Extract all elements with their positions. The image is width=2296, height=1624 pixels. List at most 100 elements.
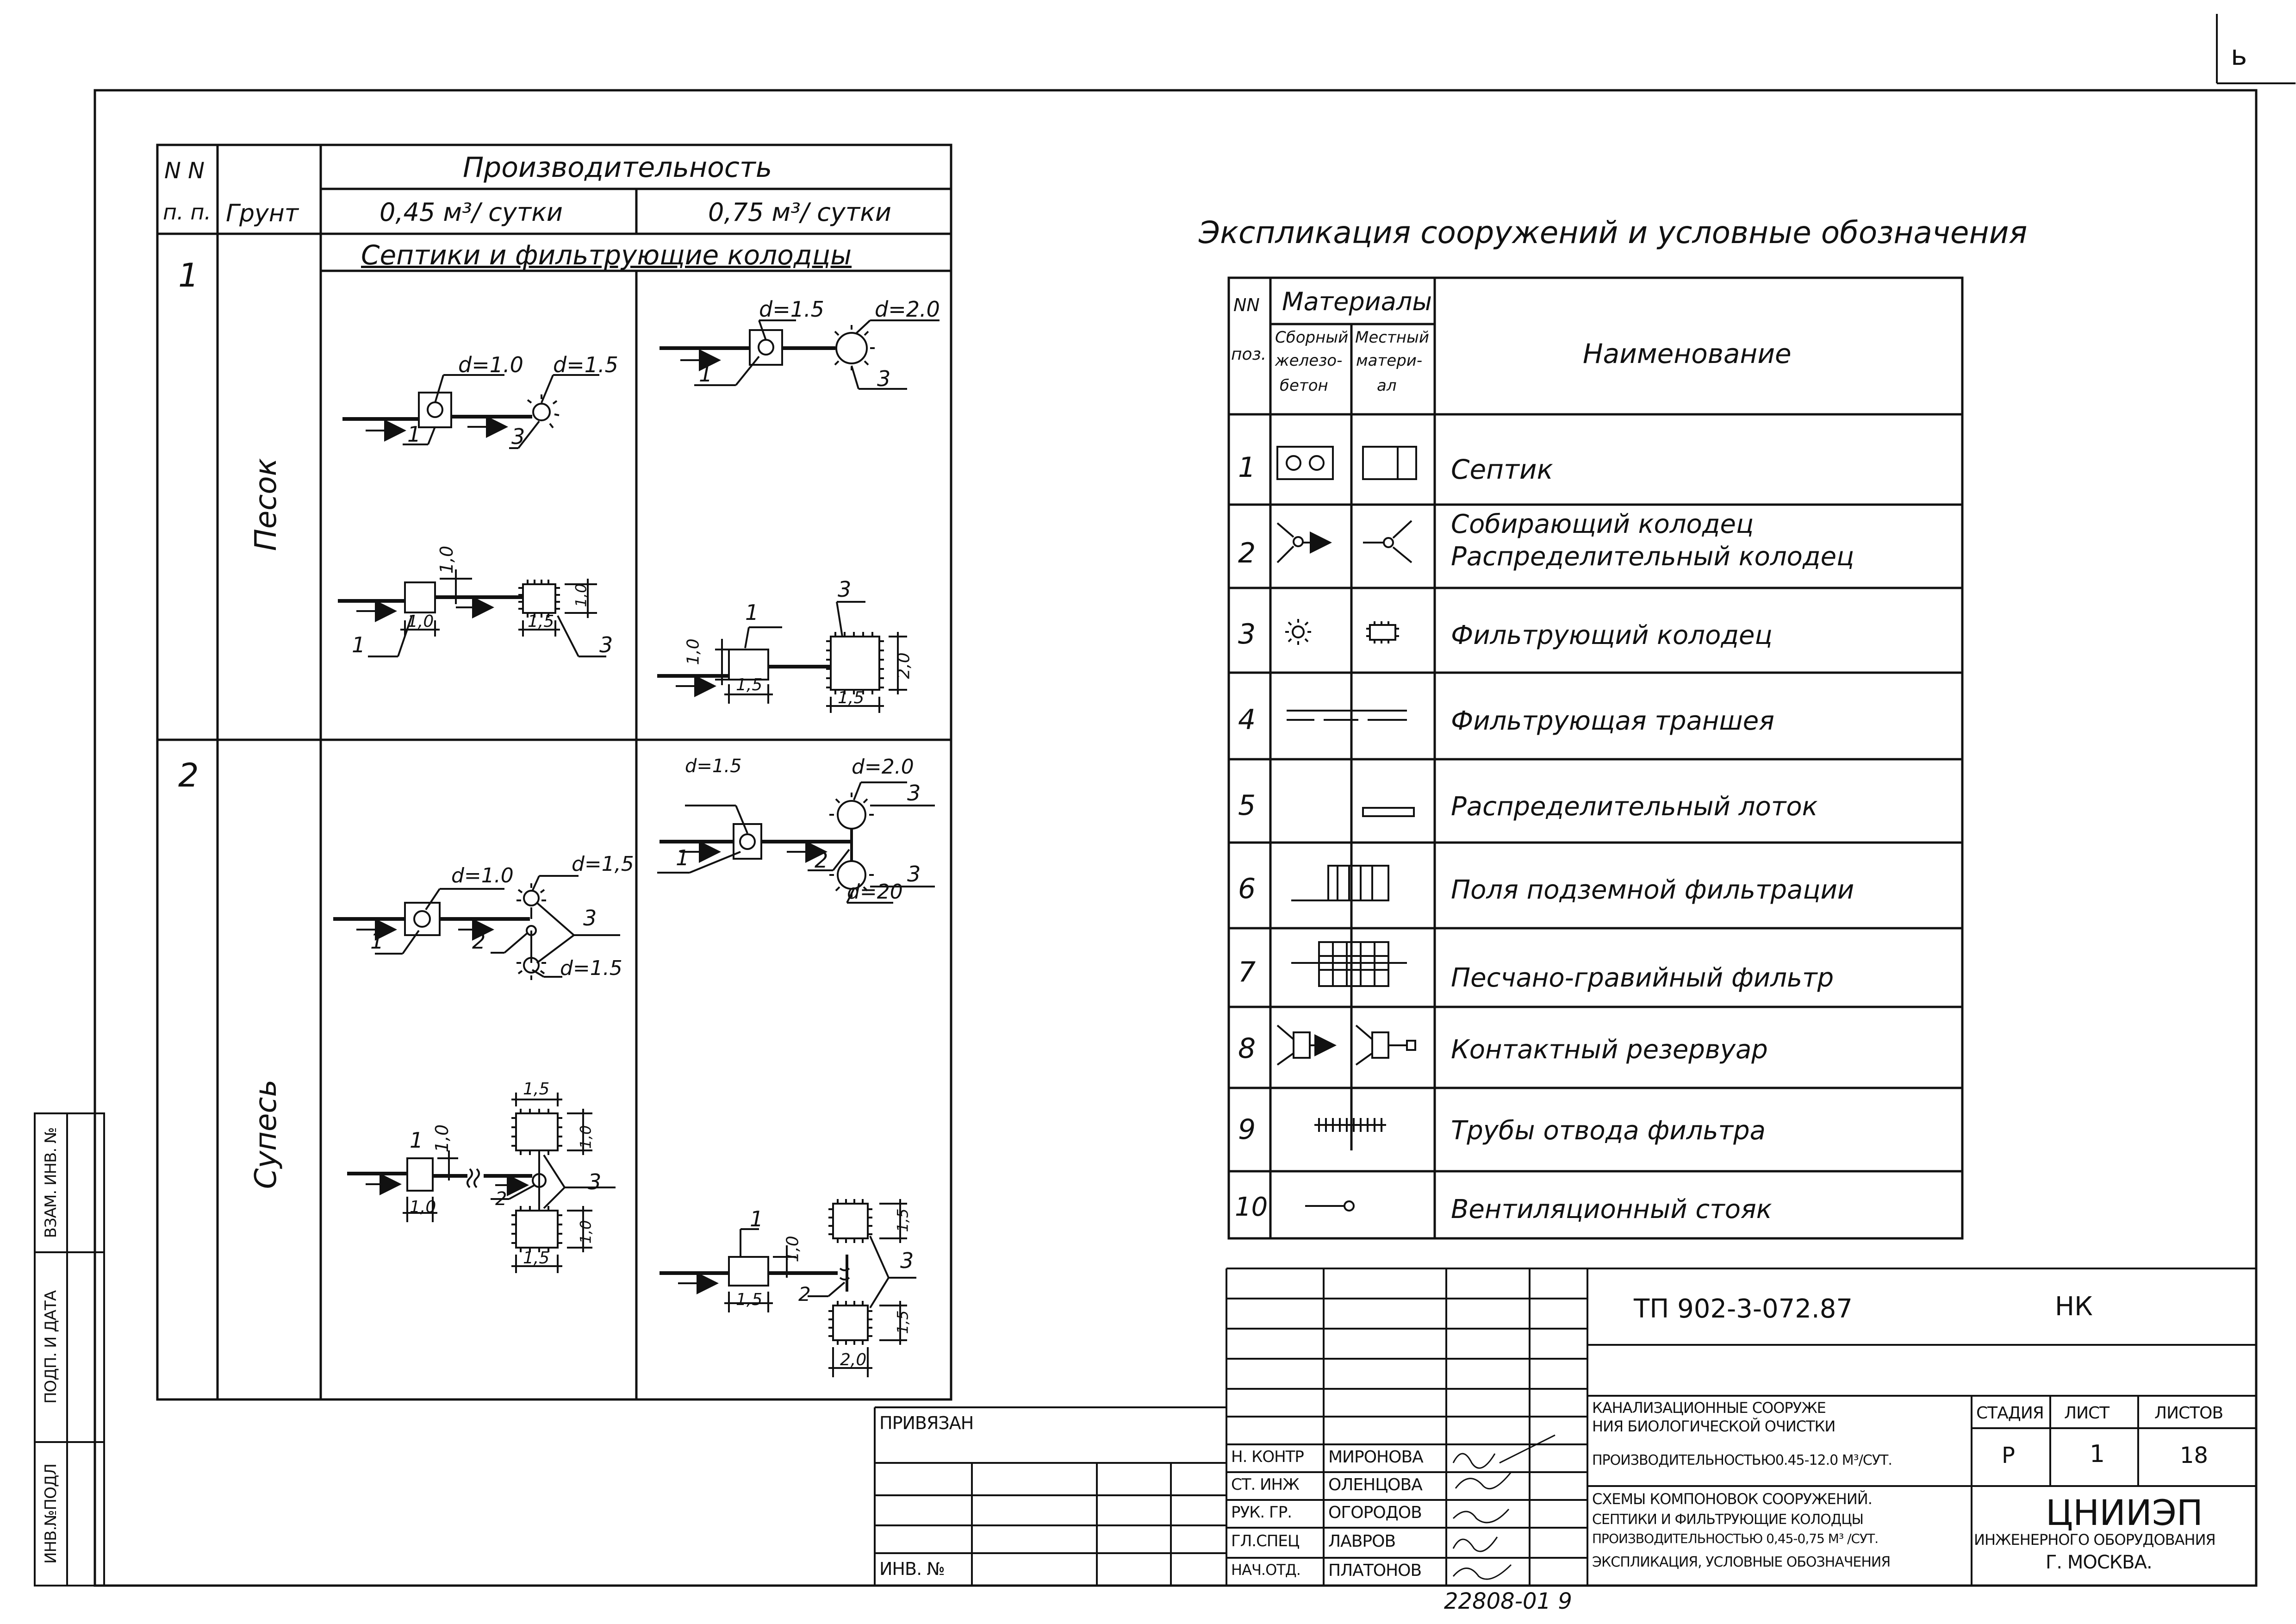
title-block-lines: [874, 1268, 2256, 1586]
table2-row-pos: 6: [1238, 873, 1256, 905]
label: 1: [410, 1128, 423, 1153]
table2-row-pos: 10: [1235, 1192, 1268, 1222]
label: 1,5: [838, 688, 865, 707]
label: 3: [877, 366, 891, 391]
label: d=2.0: [852, 755, 914, 779]
stamp-project-l3: ПРОИЗВОДИТЕЛЬНОСТЬЮ0.45-12.0 М³/СУТ.: [1592, 1452, 1892, 1468]
stamp-person: ПЛАТОНОВ: [1328, 1561, 1422, 1580]
stamp-role: СТ. ИНЖ: [1231, 1475, 1300, 1494]
table1-hdr-ground: Грунт: [226, 200, 299, 227]
table1-section-title: Септики и фильтрующие колодцы: [361, 239, 852, 271]
table2-hdr-m2-l3: ал: [1377, 376, 1397, 395]
label: 2,0: [840, 1350, 867, 1369]
stamp-sheets-header: ЛИСТОВ: [2154, 1404, 2223, 1423]
label: 2: [798, 1283, 811, 1305]
label: d=1.5: [560, 956, 622, 980]
table1-hdr-pp: п. п.: [163, 200, 212, 225]
stamp-inv-label: ИНВ. №: [879, 1559, 945, 1579]
label: 1,5: [523, 1080, 550, 1099]
label: 1,5: [528, 612, 554, 631]
stamp-sheets: 18: [2180, 1443, 2209, 1468]
label: 1: [699, 362, 713, 387]
diagram-r1c1-top: [342, 374, 599, 449]
stamp-code: ТП 902-3-072.87: [1634, 1294, 1853, 1324]
table2-row-pos: 9: [1238, 1113, 1256, 1146]
label: 1,0: [572, 583, 590, 607]
stamp-sheet-title-l1: СХЕМЫ КОМПОНОВОК СООРУЖЕНИЙ.: [1592, 1490, 1873, 1508]
label: d=20: [847, 880, 903, 904]
table2-row-pos: 5: [1238, 789, 1256, 822]
label: 1,0: [577, 1125, 595, 1149]
table2-hdr-m2-l2: матери-: [1356, 351, 1423, 370]
corner-mark: ь: [2231, 39, 2247, 72]
stamp-role: НАЧ.ОТД.: [1231, 1561, 1301, 1579]
diagram-r2c1-bottom: [347, 1093, 616, 1273]
label: d=1.5: [553, 352, 618, 377]
label: 2: [815, 848, 828, 873]
label: d=1.5: [685, 756, 742, 777]
side-stamp-sign-date: ПОДП. И ДАТА: [42, 1290, 60, 1404]
label: 1: [370, 929, 384, 954]
table2-row-name: Вентиляционный стояк: [1451, 1194, 1772, 1224]
stamp-person: ОГОРОДОВ: [1328, 1503, 1422, 1522]
table1-hdr-nn: N N: [164, 158, 205, 184]
label: 1,5: [894, 1208, 912, 1232]
stamp-project-l1: КАНАЛИЗАЦИОННЫЕ СООРУЖЕ: [1592, 1399, 1826, 1417]
table2-row-name: Поля подземной фильтрации: [1451, 875, 1854, 905]
stamp-role: ГЛ.СПЕЦ: [1231, 1532, 1300, 1550]
stamp-person: ЛАВРОВ: [1328, 1532, 1396, 1551]
stamp-person: ОЛЕНЦОВА: [1328, 1475, 1423, 1494]
table2-row-pos: 8: [1238, 1032, 1256, 1065]
side-stamp-vzam: ВЗАМ. ИНВ. №: [42, 1127, 60, 1238]
table2-row-name: Септик: [1451, 454, 1553, 485]
stamp-sheet-header: ЛИСТ: [2064, 1404, 2109, 1423]
table1-hdr-c2: 0,75 м³/ сутки: [708, 198, 891, 227]
table1-hdr-c1: 0,45 м³/ сутки: [380, 198, 563, 227]
table1-row2-ground: Супесь: [249, 1079, 283, 1189]
label: 1: [745, 600, 759, 625]
label: 1: [407, 422, 421, 447]
label: 1,5: [894, 1310, 912, 1334]
stamp-sheet-title-l3: ПРОИЗВОДИТЕЛЬНОСТЬЮ 0,45-0,75 М³ /СУТ.: [1592, 1531, 1879, 1546]
stamp-role: Н. КОНТР: [1231, 1448, 1304, 1466]
drawing-frame: [93, 89, 2258, 1587]
label: 2: [472, 929, 486, 954]
label: 3: [907, 862, 921, 887]
diagram-r1c2-bottom: [657, 601, 907, 713]
stamp-bottom-code: 22808-01 9: [1444, 1588, 1572, 1614]
diagram-r1c1-bottom: [338, 569, 606, 657]
label: d=1.0: [451, 864, 514, 887]
label: 1,0: [410, 1198, 436, 1217]
stamp-stage-header: СТАДИЯ: [1976, 1404, 2044, 1423]
stamp-person: МИРОНОВА: [1328, 1448, 1424, 1467]
table2-row-name: Трубы отвода фильтра: [1451, 1116, 1766, 1146]
table2-hdr-name: Наименование: [1583, 338, 1792, 369]
stamp-org-l2: ИНЖЕНЕРНОГО ОБОРУДОВАНИЯ: [1974, 1531, 2216, 1549]
table2-row-pos: 4: [1238, 704, 1256, 736]
label: 1,5: [736, 1290, 763, 1309]
label: 1: [676, 845, 690, 870]
side-stamp-inv-orig: ИНВ.№ПОДЛ: [42, 1464, 60, 1564]
label: 1,0: [432, 1124, 453, 1153]
table2-row-pos: 3: [1238, 618, 1256, 650]
table2-row-pos: 1: [1238, 451, 1256, 484]
stamp-project-l2: НИЯ БИОЛОГИЧЕСКОЙ ОЧИСТКИ: [1592, 1418, 1836, 1435]
side-stamp-lines: [34, 1112, 105, 1587]
table2-row-name: Фильтрующий колодец: [1451, 620, 1773, 650]
table1-row2-num: 2: [178, 756, 199, 794]
diagram-r2c2-top: [657, 781, 935, 904]
stamp-sheet-title-l2: СЕПТИКИ И ФИЛЬТРУЮЩИЕ КОЛОДЦЫ: [1592, 1512, 1864, 1528]
table2-row-name: Песчано-гравийный фильтр: [1451, 963, 1834, 993]
label: 1,5: [736, 675, 763, 694]
label: 1: [750, 1206, 764, 1231]
stamp-sheet-title-l4: ЭКСПЛИКАЦИЯ, УСЛОВНЫЕ ОБОЗНАЧЕНИЯ: [1592, 1554, 1891, 1570]
table2-hdr-nn: NN: [1233, 295, 1260, 315]
table1-row1-num: 1: [178, 256, 199, 294]
stamp-sheet: 1: [2090, 1440, 2105, 1468]
diagram-r2c2-bottom: [660, 1199, 916, 1377]
stamp-bound-label: ПРИВЯЗАН: [879, 1413, 974, 1433]
label: d=1.0: [458, 352, 523, 377]
table1-grid: [156, 144, 952, 1401]
label: d=1,5: [572, 852, 634, 876]
table2-row-pos: 7: [1238, 956, 1256, 988]
